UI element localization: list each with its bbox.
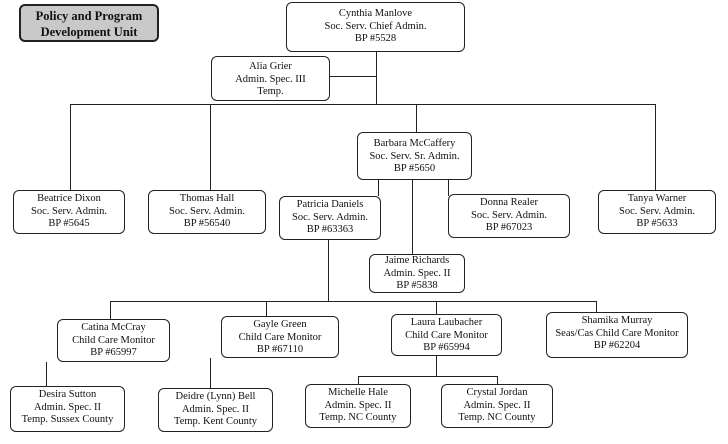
node-beatrice-dixon: Beatrice Dixon Soc. Serv. Admin. BP #564… xyxy=(13,190,125,234)
unit-title-line: Policy and Program xyxy=(35,9,143,23)
node-bp: BP #5838 xyxy=(396,280,438,291)
node-name: Michelle Hale xyxy=(328,387,388,398)
node-patricia-daniels: Patricia Daniels Soc. Serv. Admin. BP #6… xyxy=(279,196,381,240)
node-bp: BP #5650 xyxy=(393,163,436,174)
node-shamika-murray: Shamika Murray Seas/Cas Child Care Monit… xyxy=(546,312,688,358)
connector-line xyxy=(655,104,657,190)
node-title: Seas/Cas Child Care Monitor xyxy=(555,327,679,339)
connector-line xyxy=(70,104,72,190)
node-name: Jaime Richards xyxy=(384,255,450,266)
node-bp: BP #5528 xyxy=(354,33,397,44)
connector-line xyxy=(358,376,360,384)
node-michelle-hale: Michelle Hale Admin. Spec. II Temp. NC C… xyxy=(305,384,411,428)
node-title: Admin. Spec. II xyxy=(33,401,102,413)
connector-line xyxy=(46,362,48,386)
node-bp: BP #5645 xyxy=(48,218,90,229)
connector-line xyxy=(596,301,598,313)
node-title: Soc. Serv. Admin. xyxy=(168,205,246,217)
unit-title: Policy and Program Development Unit xyxy=(19,4,159,42)
node-alia-grier: Alia Grier Admin. Spec. III Temp. xyxy=(211,56,330,101)
connector-line xyxy=(210,104,212,190)
node-title: Soc. Serv. Sr. Admin. xyxy=(369,150,460,162)
connector-line xyxy=(70,104,656,106)
node-name: Desira Sutton xyxy=(38,389,97,400)
node-title: Soc. Serv. Chief Admin. xyxy=(324,20,427,32)
node-status: Temp. NC County xyxy=(319,412,397,423)
node-title: Admin. Spec. II xyxy=(383,267,451,279)
node-name: Thomas Hall xyxy=(179,193,235,204)
node-title: Soc. Serv. Admin. xyxy=(30,205,108,217)
node-name: Laura Laubacher xyxy=(410,317,483,328)
connector-line xyxy=(416,104,418,132)
node-title: Soc. Serv. Admin. xyxy=(618,205,696,217)
node-donna-realer: Donna Realer Soc. Serv. Admin. BP #67023 xyxy=(448,194,570,238)
node-status: Temp. NC County xyxy=(458,412,536,423)
node-bp: BP #65997 xyxy=(90,347,137,358)
connector-line xyxy=(210,358,212,388)
connector-line xyxy=(436,356,438,376)
node-name: Donna Realer xyxy=(479,197,539,208)
connector-line xyxy=(110,301,597,303)
node-jaime-richards: Jaime Richards Admin. Spec. II BP #5838 xyxy=(369,254,465,293)
node-bp: BP #67023 xyxy=(485,222,533,233)
node-name: Patricia Daniels xyxy=(296,199,364,210)
node-status: Temp. Kent County xyxy=(174,416,257,427)
node-gayle-green: Gayle Green Child Care Monitor BP #67110 xyxy=(221,316,339,358)
node-desira-sutton: Desira Sutton Admin. Spec. II Temp. Suss… xyxy=(10,386,125,432)
node-bp: BP #62204 xyxy=(593,340,641,351)
connector-line xyxy=(448,180,450,196)
connector-line xyxy=(328,240,330,302)
node-name: Barbara McCaffery xyxy=(373,138,456,149)
connector-line xyxy=(497,376,499,384)
node-name: Crystal Jordan xyxy=(466,387,528,398)
node-title: Child Care Monitor xyxy=(72,334,155,346)
node-cynthia-manlove: Cynthia Manlove Soc. Serv. Chief Admin. … xyxy=(286,2,465,52)
node-crystal-jordan: Crystal Jordan Admin. Spec. II Temp. NC … xyxy=(441,384,553,428)
node-bp: BP #56540 xyxy=(183,218,231,229)
node-tanya-warner: Tanya Warner Soc. Serv. Admin. BP #5633 xyxy=(598,190,716,234)
node-bp: BP #65994 xyxy=(423,342,470,353)
node-name: Shamika Murray xyxy=(581,315,653,326)
node-title: Soc. Serv. Admin. xyxy=(470,209,548,221)
node-name: Gayle Green xyxy=(253,319,307,330)
connector-line xyxy=(266,301,268,319)
node-title: Admin. Spec. II xyxy=(463,399,531,411)
node-status: Temp. xyxy=(257,86,284,97)
node-laura-laubacher: Laura Laubacher Child Care Monitor BP #6… xyxy=(391,314,502,356)
connector-line xyxy=(330,76,376,78)
node-name: Tanya Warner xyxy=(627,193,687,204)
node-barbara-mccaffery: Barbara McCaffery Soc. Serv. Sr. Admin. … xyxy=(357,132,472,180)
node-bp: BP #67110 xyxy=(256,344,304,355)
node-catina-mccray: Catina McCray Child Care Monitor BP #659… xyxy=(57,319,170,362)
node-bp: BP #63363 xyxy=(306,224,354,235)
connector-line xyxy=(378,180,380,196)
node-name: Beatrice Dixon xyxy=(37,193,101,204)
connector-line xyxy=(376,52,378,104)
node-title: Child Care Monitor xyxy=(238,331,322,343)
connector-line xyxy=(412,180,414,254)
node-name: Alia Grier xyxy=(249,61,292,72)
node-title: Child Care Monitor xyxy=(405,329,488,341)
connector-line xyxy=(358,376,498,378)
node-deidre-bell: Deidre (Lynn) Bell Admin. Spec. II Temp.… xyxy=(158,388,273,432)
node-name: Deidre (Lynn) Bell xyxy=(175,391,256,402)
connector-line xyxy=(436,301,438,317)
node-thomas-hall: Thomas Hall Soc. Serv. Admin. BP #56540 xyxy=(148,190,266,234)
node-status: Temp. Sussex County xyxy=(21,414,114,425)
node-title: Admin. Spec. III xyxy=(235,73,306,85)
node-title: Soc. Serv. Admin. xyxy=(291,211,369,223)
node-title: Admin. Spec. II xyxy=(324,399,392,411)
node-bp: BP #5633 xyxy=(636,218,678,229)
node-name: Catina McCray xyxy=(81,322,146,333)
node-title: Admin. Spec. II xyxy=(181,403,250,415)
unit-title-line: Development Unit xyxy=(40,25,138,39)
node-name: Cynthia Manlove xyxy=(338,8,413,19)
connector-line xyxy=(110,301,112,319)
